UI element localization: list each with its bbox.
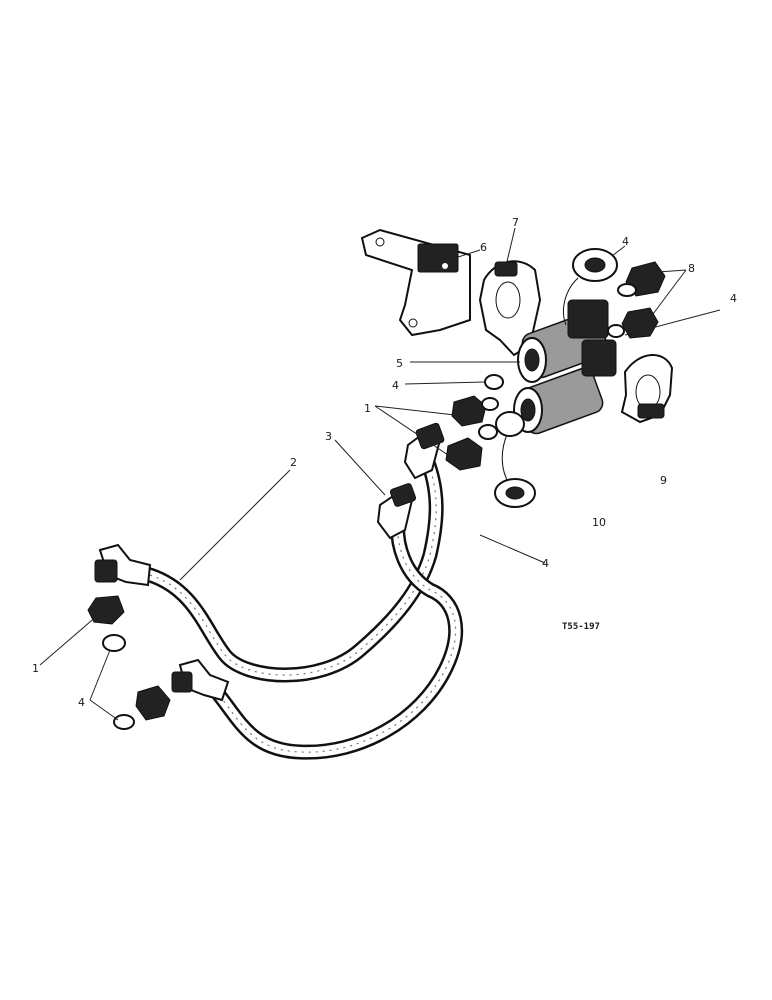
callout-3: 3 — [325, 430, 332, 443]
callout-4-bottom: 4 — [78, 696, 85, 709]
callout-10: 10 — [592, 516, 606, 529]
callout-1-bottom: 1 — [32, 662, 39, 675]
dust-cap-bottom — [494, 431, 536, 508]
drawing-reference: T55-197 — [562, 622, 600, 632]
callout-8: 8 — [688, 262, 695, 275]
callout-1-top: 1 — [364, 402, 371, 415]
callout-4-right: 4 — [730, 292, 737, 305]
adapter-fitting-1-right — [445, 374, 525, 471]
hose-assembly-3 — [207, 507, 464, 760]
callout-2: 2 — [290, 456, 297, 469]
hose-assembly-2 — [142, 447, 444, 683]
callout-7: 7 — [512, 216, 519, 229]
dust-cap-top — [563, 248, 618, 326]
clamp-half-9 — [620, 354, 674, 424]
hose-elbow-fitting — [94, 422, 445, 702]
plug-8 — [607, 261, 666, 339]
callout-labels: 1 4 2 3 1 4 5 6 7 4 8 4 9 10 4 T55-197 — [32, 216, 737, 709]
mounting-bracket-6 — [360, 228, 471, 337]
callout-4-top-right: 4 — [622, 235, 629, 248]
callout-5: 5 — [396, 357, 403, 370]
clamp-half-7 — [478, 260, 542, 357]
callout-9: 9 — [660, 474, 667, 487]
leader-lines — [39, 227, 721, 721]
adapter-fitting-1-left — [87, 595, 171, 730]
callout-4-mid: 4 — [392, 379, 399, 392]
callout-4-lower: 4 — [542, 557, 549, 570]
callout-6: 6 — [480, 241, 487, 254]
